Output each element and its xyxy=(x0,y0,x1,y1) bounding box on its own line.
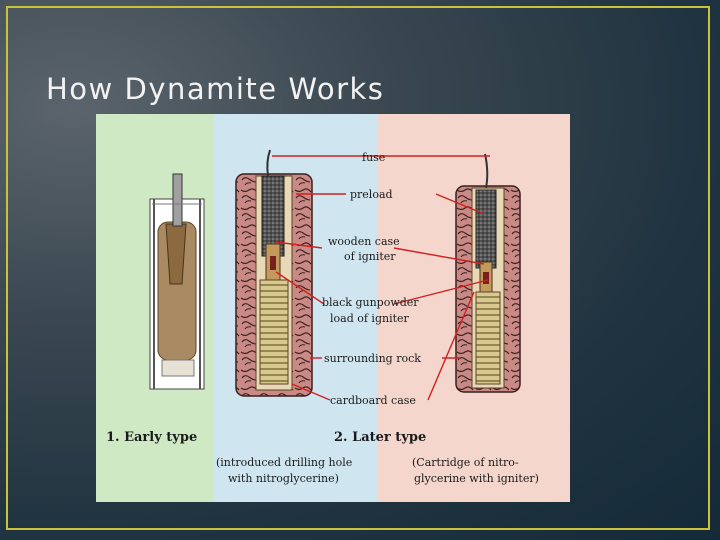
early-type-illustration xyxy=(149,173,205,390)
label-fuse: fuse xyxy=(362,151,385,164)
caption-note-right-1: (Cartridge of nitro- xyxy=(412,456,519,469)
caption-note-left-1: (introduced drilling hole xyxy=(216,456,352,469)
borehole-illustration xyxy=(235,149,313,397)
caption-later-type: 2. Later type xyxy=(334,430,426,445)
dynamite-diagram: fuse preload wooden case of igniter blac… xyxy=(96,114,570,502)
slide-title: How Dynamite Works xyxy=(46,72,385,106)
slide-frame xyxy=(6,6,710,530)
label-wooden-case-1: wooden case xyxy=(328,235,400,248)
label-wooden-case-2: of igniter xyxy=(344,250,396,263)
caption-note-left-2: with nitroglycerine) xyxy=(228,472,339,485)
leader-lines xyxy=(272,155,490,401)
label-gunpowder-1: black gunpowder xyxy=(322,296,419,309)
label-gunpowder-2: load of igniter xyxy=(330,312,410,325)
caption-note-right-2: glycerine with igniter) xyxy=(414,472,539,485)
label-surrounding-rock: surrounding rock xyxy=(324,352,421,365)
cartridge-illustration xyxy=(455,153,521,393)
label-preload: preload xyxy=(350,188,393,201)
label-cardboard-case: cardboard case xyxy=(330,394,416,407)
caption-early-type: 1. Early type xyxy=(106,430,197,445)
